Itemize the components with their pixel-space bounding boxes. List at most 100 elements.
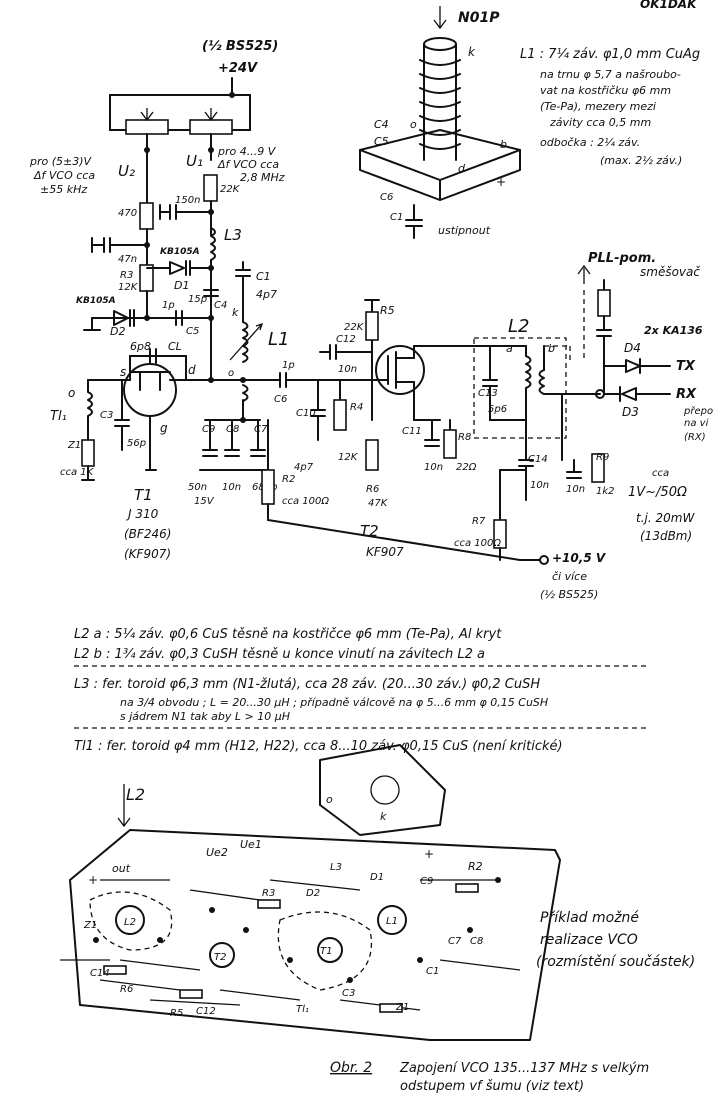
part-c10n-out: 10n (566, 484, 585, 495)
coil-c5: C5 (374, 135, 389, 148)
l2-shield (473, 337, 567, 439)
l1-spec-5: závity cca 0,5 mm (549, 116, 651, 129)
supply-label-24v: +24V (218, 61, 258, 76)
label-l2: L2 (508, 316, 529, 337)
figure-caption-1: Zapojení VCO 135...137 MHz s velkým (399, 1061, 649, 1076)
label-gate: g (160, 421, 168, 435)
winding-notes: L2 a : 5¼ záv. φ0,6 CuS těsně na kostřič… (74, 627, 650, 754)
pcb-t2-outline (209, 942, 235, 968)
coil-trim: ustipnout (438, 224, 491, 237)
resistor-pll (597, 289, 611, 317)
pcb-t1: T1 (320, 946, 332, 957)
label-d3: D3 (622, 405, 639, 419)
coil-tap-label: b (500, 138, 507, 151)
part-r8: R8 (458, 432, 471, 443)
part-r9-value: 1k2 (596, 486, 615, 497)
pcb-r6: R6 (120, 984, 133, 995)
pcb-l2-can (115, 905, 145, 935)
coil-top-label: N01P (458, 10, 500, 26)
part-15p: 15p (188, 294, 207, 305)
figure-caption-2: odstupem vf šumu (viz text) (400, 1079, 584, 1094)
diode-d3 (619, 386, 637, 402)
coil-c6: C6 (380, 192, 393, 203)
part-r5-value: 22K (344, 322, 365, 333)
pcb-l2-mark: L2 (124, 917, 136, 928)
pcb-r5: R5 (170, 1008, 183, 1019)
coil-c4: C4 (374, 118, 389, 131)
pcb-c9: C9 (420, 876, 433, 887)
label-rx: RX (676, 387, 697, 402)
pcb-z1-b: Z1 (395, 1002, 409, 1013)
choke-tl1 (87, 391, 93, 417)
resistor-z1 (81, 439, 95, 467)
label-source: s (120, 365, 126, 379)
label-l3: L3 (224, 226, 242, 244)
inductor-l1 (242, 321, 249, 363)
part-r4-value: 12K (338, 452, 359, 463)
pcb-c3: C3 (342, 988, 355, 999)
note-l2b: L2 b : 1¾ záv. φ0,3 CuSH těsně u konce v… (74, 647, 485, 662)
part-r8-value: 22Ω (456, 462, 477, 473)
label-d2: D2 (110, 325, 125, 338)
part-c8-value: 10n (222, 482, 241, 493)
l1-spec-6: odbočka : 2¼ záv. (540, 136, 640, 149)
part-r2: R2 (282, 474, 295, 485)
pcb-c7: C7 (448, 936, 462, 947)
figure-number: Obr. 2 (330, 1060, 372, 1076)
part-470: 470 (118, 208, 137, 219)
part-c11: C11 (402, 426, 422, 437)
l1-spec-7: (max. 2½ záv.) (600, 154, 682, 167)
label-tap-o: o (228, 368, 234, 379)
supply-label-10v: +10,5 V (552, 551, 607, 565)
pcb-r3: R3 (262, 888, 275, 899)
potentiometer-u1 (189, 119, 233, 135)
pcb-t2: T2 (214, 952, 226, 963)
u2-note-3: ±55 kHz (40, 183, 87, 196)
corner-label: OK1DAK (640, 0, 698, 11)
coil-k: k (468, 45, 476, 59)
coil-plus: + (496, 175, 506, 189)
label-l2a: a (506, 342, 513, 355)
pcb-coil-o: o (326, 793, 333, 806)
pcb-c12: C12 (196, 1006, 216, 1017)
pcb-c14: C14 (90, 968, 110, 979)
coil-c1: C1 (390, 212, 403, 223)
pcb-z1: Z1 (83, 920, 97, 931)
l1-spec-4: (Te-Pa), mezery mezi (540, 100, 656, 113)
pcb-plus-2: + (424, 847, 434, 861)
label-u1: U₁ (186, 152, 203, 170)
resistor-r6 (365, 439, 379, 471)
label-l1: L1 (268, 329, 289, 350)
note-l3-c: s jádrem N1 tak aby L > 10 µH (120, 710, 290, 723)
pcb-layout-figure: L2 o k out + Ue2 Ue1 + Z1 L2 (60, 744, 695, 1041)
label-tx: TX (676, 359, 696, 374)
diode-d4 (625, 358, 641, 374)
note-l3-a: L3 : fer. toroid φ6,3 mm (N1-žlutá), cca… (74, 677, 540, 692)
part-cl: CL (168, 340, 182, 353)
coil-d: d (458, 162, 466, 175)
part-r3: R3 (120, 270, 133, 281)
pcb-l1-can (377, 905, 407, 935)
resistor-470 (139, 202, 154, 230)
pcb-out-label: out (112, 862, 131, 875)
out-power: t.j. 20mW (636, 511, 695, 525)
label-t1-alt1: (BF246) (124, 527, 171, 541)
pcb-r2: R2 (468, 860, 483, 873)
out-cca: cca (652, 468, 669, 479)
label-kb105a-1: KB105A (160, 247, 200, 257)
label-u2: U₂ (118, 162, 135, 180)
pcb-c1: C1 (426, 966, 439, 977)
part-c9: C9 (202, 424, 215, 435)
part-c11-value: 10n (424, 462, 443, 473)
label-drain: d (188, 363, 196, 377)
potentiometer-u2 (125, 119, 169, 135)
part-c9-voltage: 15V (194, 496, 215, 507)
u1-note-1: pro 4...9 V (217, 145, 277, 158)
resistor-r9 (591, 453, 605, 483)
part-c10-value: 4p7 (294, 462, 314, 473)
label-o-left: o (68, 386, 75, 400)
part-c5: C5 (186, 326, 199, 337)
label-tl1: Tl₁ (50, 409, 67, 424)
pcb-c8: C8 (470, 936, 483, 947)
